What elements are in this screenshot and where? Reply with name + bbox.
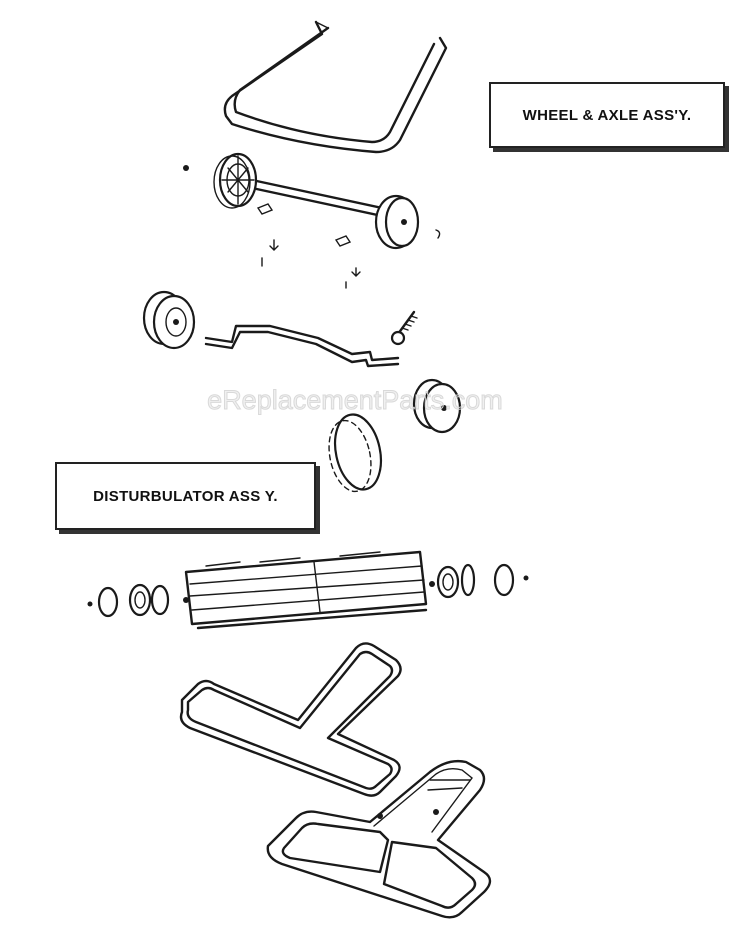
handle-frame xyxy=(223,20,448,154)
screw xyxy=(390,310,418,346)
wheel-axle-assembly-label: WHEEL & AXLE ASS'Y. xyxy=(489,82,725,148)
drive-belt xyxy=(328,413,383,493)
watermark-text: eReplacementParts.com xyxy=(207,385,504,416)
rear-left-wheel xyxy=(142,290,196,350)
nozzle-base xyxy=(266,759,492,919)
nozzle-gasket xyxy=(179,642,402,797)
disturbulator-assembly-label: DISTURBULATOR ASS Y. xyxy=(55,462,316,530)
bent-axle xyxy=(204,324,400,368)
front-right-wheel xyxy=(374,194,420,250)
wheel-axle-rod xyxy=(250,178,384,218)
axle-clips xyxy=(183,165,441,289)
front-left-wheel xyxy=(213,152,258,209)
rear-right-wheel xyxy=(412,378,462,434)
disturbulator-brush xyxy=(87,550,529,630)
